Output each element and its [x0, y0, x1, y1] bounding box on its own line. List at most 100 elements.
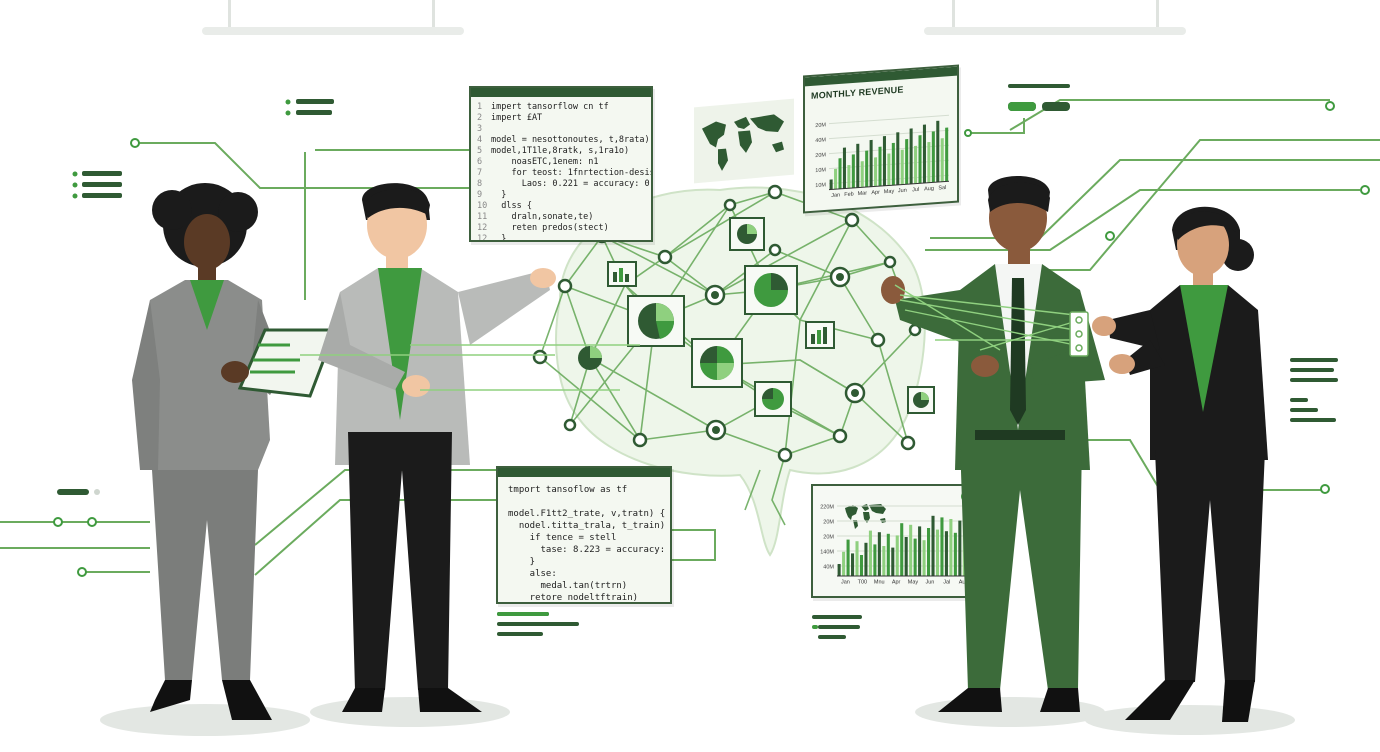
line-number: 1 — [477, 102, 483, 112]
hanger-wire — [952, 0, 955, 28]
chart-bar — [909, 524, 913, 576]
y-tick-label: 40M — [815, 137, 826, 144]
code-line: tmport tansoflow as tf — [508, 485, 628, 495]
chart-bar — [873, 544, 877, 576]
world-map-panel — [694, 98, 794, 184]
y-tick-label: 20M — [823, 520, 834, 526]
chart-bar — [936, 120, 940, 183]
x-tick-label: Jul — [912, 187, 919, 193]
x-tick-label: Mar — [858, 190, 868, 197]
chart-bar — [829, 179, 833, 190]
chart-bar — [891, 547, 895, 576]
chart-bar — [918, 526, 922, 576]
data-strands — [300, 284, 1081, 391]
pie-tile — [907, 386, 935, 414]
x-tick-label: Mnu — [874, 580, 885, 586]
ceiling-light-right — [924, 27, 1186, 35]
chart-bar — [927, 141, 931, 183]
code-line: 11 draln,sonate,te) — [477, 212, 651, 223]
chart-bar — [846, 539, 850, 576]
chart-bar — [953, 532, 957, 576]
code-line: 10 dlss { — [477, 201, 651, 212]
x-tick-label: Feb — [844, 191, 853, 198]
chart-bar — [860, 161, 864, 188]
chart-bar — [877, 532, 881, 576]
chart-bar — [931, 131, 935, 183]
line-number: 6 — [477, 157, 483, 167]
chart-bar — [869, 139, 873, 187]
pie-tile — [627, 295, 685, 347]
chart-bar — [882, 136, 886, 186]
chart-bar — [949, 519, 953, 576]
x-axis — [829, 180, 949, 191]
y-tick-label: 40M — [823, 565, 834, 571]
pie-tile — [754, 381, 792, 417]
chart-bar — [842, 551, 846, 576]
code-line: 9 } — [477, 190, 651, 201]
chart-bar — [900, 149, 904, 185]
chart-bar — [922, 124, 926, 184]
code-line: 8 Laos: 0.221 = accuracy: 0.905 — [477, 179, 651, 190]
chart-bar — [882, 546, 886, 576]
line-number: 2 — [477, 113, 483, 123]
code-text-span: reten predos(stect) — [491, 223, 609, 233]
chart-bar — [909, 128, 913, 185]
code-panel-header — [498, 468, 670, 477]
code-line: 6 noasETC,1enem: n1 — [477, 157, 651, 168]
y-tick-label: 10M — [815, 167, 826, 174]
chart-bar — [931, 515, 935, 576]
code-text-span: } — [491, 190, 507, 200]
code-text-span: dlss { — [491, 201, 532, 211]
chart-bar — [837, 564, 841, 576]
line-number: 10 — [477, 201, 488, 211]
chart-bar — [856, 143, 860, 188]
code-line: retore nodeltftrain) — [508, 593, 639, 603]
code-line: 4 model = nesottonoutes, t,8rata) — [477, 135, 651, 146]
chart-bar — [918, 135, 922, 184]
code-line: medal.tan(trtrn) — [508, 581, 628, 591]
y-tick-label: 20M — [815, 152, 826, 159]
chart-bar — [838, 158, 842, 189]
line-number: 4 — [477, 135, 483, 145]
chart-bar — [851, 553, 855, 576]
x-tick-label: Sal — [938, 185, 946, 192]
hanger-wire — [1156, 0, 1159, 28]
code-text-span: for teost: 1fnrtection-desis"{ — [491, 168, 653, 178]
code-text: tmport tansoflow as tf model.F1tt2_trate… — [498, 477, 670, 603]
person-woman-black-suit — [1092, 206, 1268, 722]
line-number: 12 — [477, 223, 488, 233]
chart-bar — [935, 529, 940, 576]
code-text-span: model = nesottonoutes, t,8rata) — [491, 135, 650, 145]
code-text-span: model,1T1le,8ratk, s,1ra1o) — [491, 146, 630, 156]
line-number: 9 — [477, 190, 483, 200]
code-line: model.F1tt2_trate, v,tratn) { — [508, 509, 666, 519]
chart-bar — [864, 542, 868, 576]
x-tick-label: Jal — [943, 580, 950, 586]
code-line: 5 model,1T1le,8ratk, s,1ra1o) — [477, 146, 651, 157]
y-tick-label: 140M — [820, 550, 834, 556]
bar-tile — [805, 321, 835, 349]
line-number: 5 — [477, 146, 483, 156]
code-line: 12 reten predos(stect) — [477, 223, 651, 234]
x-tick-label: Apr — [892, 580, 901, 586]
world-map — [702, 114, 784, 171]
code-line: if tence = stell — [508, 533, 617, 543]
y-tick-label: 20M — [815, 122, 826, 129]
code-line: 12 } — [477, 234, 651, 240]
chart-bar — [887, 153, 891, 186]
chart-bar — [922, 540, 926, 576]
line-number: 11 — [477, 212, 488, 222]
code-line: alse: — [508, 569, 557, 579]
y-tick-label: 20M — [823, 535, 834, 541]
pie-tile — [691, 338, 743, 388]
code-line: } — [508, 557, 536, 567]
person-woman-tablet — [132, 183, 338, 720]
line-number: 3 — [477, 124, 483, 134]
chart-bar — [847, 164, 851, 189]
